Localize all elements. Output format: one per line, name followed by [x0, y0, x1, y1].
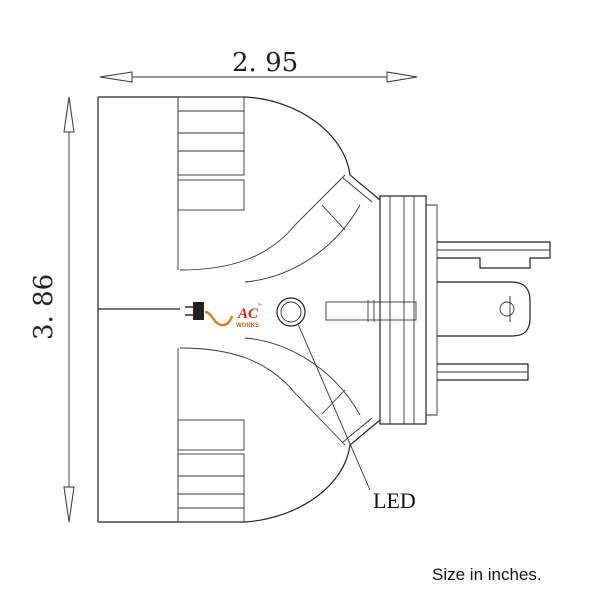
lower-slot-1 [177, 419, 245, 451]
led-callout-line [297, 323, 371, 491]
prong-ground-hole [499, 301, 515, 317]
ac-works-logo: AC ™ WORKS [185, 302, 262, 329]
size-caption: Size in inches. [432, 565, 542, 584]
upper-lobe-curve [244, 96, 381, 201]
height-label: 3. 86 [29, 274, 59, 340]
upper-slot-2 [177, 110, 245, 134]
upper-inner-curve-2 [244, 204, 361, 283]
prong-ground [437, 281, 531, 337]
upper-neck-line-2 [342, 177, 373, 203]
logo-plug-icon [193, 302, 204, 320]
led-outer-ring [276, 297, 306, 327]
lower-inner-curve [179, 347, 346, 446]
lower-slot-3 [177, 475, 245, 495]
width-label: 2. 95 [232, 48, 298, 78]
width-arrow-left [99, 71, 133, 83]
lower-receptacle [177, 419, 245, 523]
lower-slot-2 [177, 453, 245, 477]
lower-slot-5 [177, 507, 245, 523]
lower-inner-curve-2 [244, 337, 361, 416]
grip-bar [325, 301, 417, 321]
logo-main: AC [237, 306, 259, 322]
height-dimension: 3. 86 [29, 96, 75, 523]
upper-slot-5 [177, 179, 245, 211]
upper-slot-4 [177, 150, 245, 176]
prong-top [437, 241, 551, 269]
upper-inner-curve [179, 174, 346, 271]
upper-slot-1 [177, 96, 245, 112]
logo-tm: ™ [257, 303, 262, 309]
plug-rim [426, 204, 438, 416]
upper-slot-3 [177, 132, 245, 152]
height-arrow-bottom [63, 486, 75, 523]
lower-lobe-curve [244, 419, 381, 523]
height-arrow-top [63, 96, 75, 133]
width-arrow-right [386, 71, 418, 83]
lower-neck-line [321, 389, 346, 415]
led-label: LED [373, 488, 416, 513]
plug-prongs [437, 241, 551, 381]
plug-head [325, 195, 438, 425]
led-indicator: LED [276, 297, 416, 513]
plug-flange [379, 195, 427, 425]
width-dimension: 2. 95 [99, 48, 418, 83]
led-inner-ring [280, 301, 302, 323]
logo-cord [204, 310, 234, 327]
upper-receptacle [177, 96, 245, 211]
lower-slot-4 [177, 493, 245, 509]
logo-sub: WORKS [236, 323, 259, 329]
upper-neck-line [321, 204, 346, 231]
